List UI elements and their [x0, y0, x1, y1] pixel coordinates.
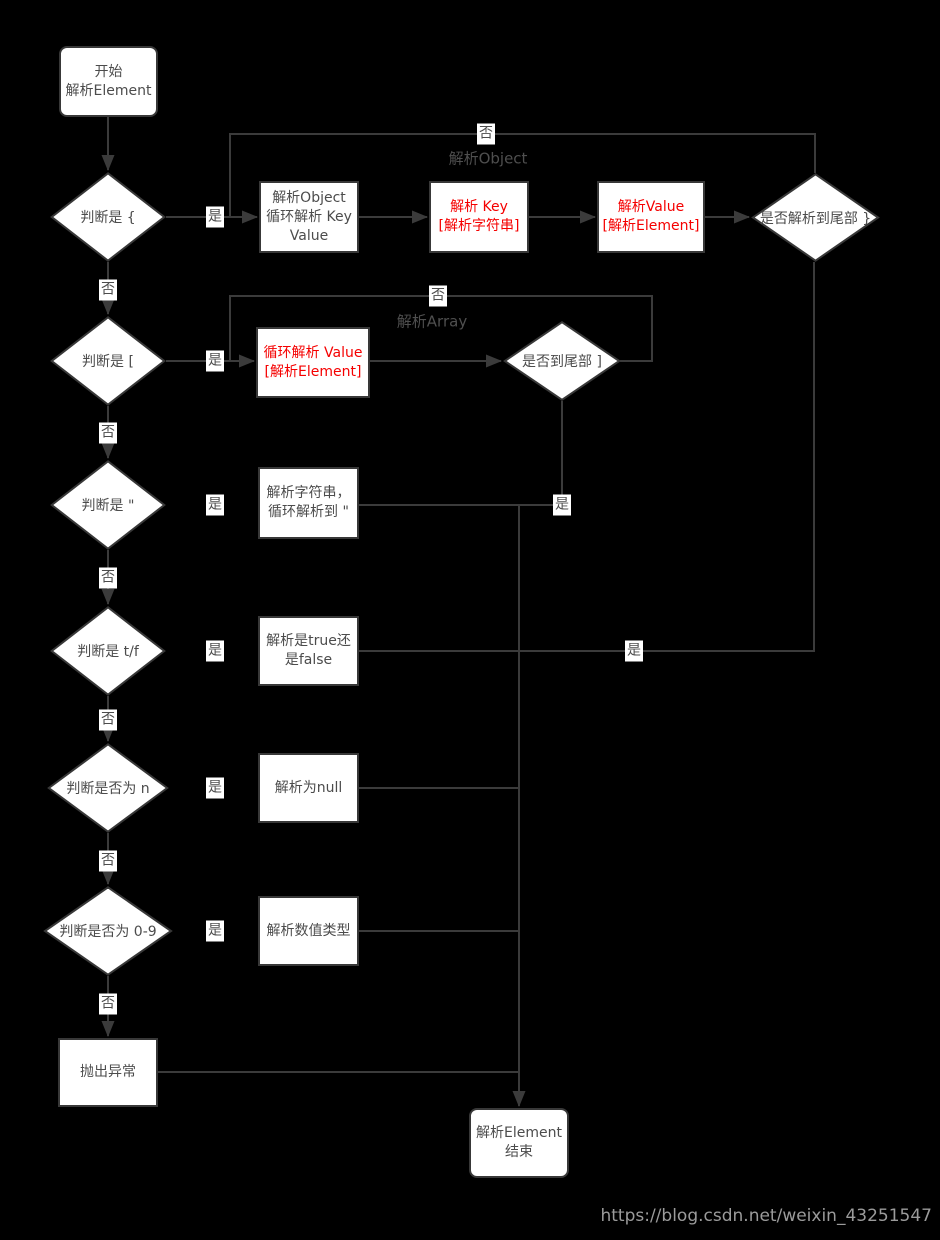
decision-is-bracket: 判断是 [ [50, 316, 166, 406]
edge-label-no: 否 [99, 567, 117, 589]
edge-label-no: 否 [99, 279, 117, 301]
process-parse-object: 解析Object 循环解析 Key Value [259, 181, 359, 253]
process-parse-null: 解析为null [258, 753, 359, 823]
decision-label: 判断是 [ [82, 354, 134, 370]
edge-label-no: 否 [477, 123, 495, 145]
edge-label-yes: 是 [625, 640, 643, 662]
box-line: 解析Object [272, 189, 346, 206]
decision-label: 判断是 t/f [77, 644, 139, 660]
box-line: 循环解析 Value [263, 344, 363, 361]
diamond-shape [50, 606, 166, 696]
start-node: 开始 解析Element [59, 46, 158, 117]
decision-is-tf: 判断是 t/f [50, 606, 166, 696]
diamond-shape [50, 316, 166, 406]
process-parse-string: 解析字符串， 循环解析到 " [258, 467, 359, 539]
edge-label-yes: 是 [553, 494, 571, 516]
decision-is-brace: 判断是 { [50, 172, 166, 262]
group-label-parse-object: 解析Object [448, 149, 528, 168]
edge-label-no: 否 [99, 850, 117, 872]
end-line: 结束 [505, 1144, 533, 1160]
process-loop-parse-value: 循环解析 Value [解析Element] [256, 327, 370, 398]
edge-arrtail-no-loop [229, 295, 653, 362]
box-line: [解析Element] [602, 218, 700, 234]
diamond-shape [50, 172, 166, 262]
decision-array-tail: 是否到尾部 ] [503, 321, 621, 401]
decision-label: 是否解析到尾部 } [759, 210, 872, 227]
box-line: 循环解析 Key [266, 208, 352, 225]
edge-label-no: 否 [99, 993, 117, 1015]
box-line: 解析 Key [450, 199, 508, 215]
decision-is-digit: 判断是否为 0-9 [43, 886, 173, 976]
decision-label: 判断是否为 0-9 [59, 924, 157, 940]
start-line: 开始 [94, 63, 123, 80]
diamond-shape [43, 886, 173, 976]
decision-label: 是否到尾部 ] [522, 354, 602, 370]
edge-label-yes: 是 [206, 640, 224, 662]
decision-label: 判断是否为 n [66, 781, 150, 797]
box-line: 解析数值类型 [266, 922, 351, 939]
decision-label: 判断是 { [80, 210, 136, 226]
decision-is-quote: 判断是 " [50, 460, 166, 550]
end-node: 解析Element 结束 [469, 1108, 569, 1178]
edge-label-yes: 是 [206, 777, 224, 799]
decision-object-tail: 是否解析到尾部 } [751, 173, 880, 262]
group-label-parse-array: 解析Array [396, 312, 468, 331]
box-line: 抛出异常 [80, 1064, 136, 1080]
diamond-shape [503, 321, 621, 401]
edge-objtail-yes-down [519, 262, 815, 652]
process-parse-key: 解析 Key [解析字符串] [429, 181, 529, 253]
end-line: 解析Element [476, 1125, 562, 1141]
edge-label-yes: 是 [206, 494, 224, 516]
watermark-url: https://blog.csdn.net/weixin_43251547 [600, 1206, 932, 1226]
process-throw-exception: 抛出异常 [58, 1038, 158, 1107]
box-line: 解析字符串， [266, 485, 351, 501]
decision-is-n: 判断是否为 n [47, 743, 169, 833]
diamond-shape [751, 173, 880, 262]
edge-label-no: 否 [99, 422, 117, 444]
diamond-shape [47, 743, 169, 833]
box-line: 解析Value [617, 199, 685, 215]
edge-label-no: 否 [429, 285, 447, 307]
box-line: 是false [284, 652, 333, 668]
edge-label-no: 否 [99, 709, 117, 731]
process-parse-value: 解析Value [解析Element] [597, 181, 705, 253]
box-line: 解析为null [274, 779, 343, 796]
box-line: 循环解析到 " [268, 504, 349, 520]
box-line: [解析字符串] [438, 218, 520, 234]
edge-label-yes: 是 [206, 350, 224, 372]
box-line: Value [289, 227, 329, 244]
edge-label-yes: 是 [206, 206, 224, 228]
process-parse-number: 解析数值类型 [258, 896, 359, 966]
edge-objtail-no-loop [229, 133, 816, 216]
edge-label-yes: 是 [206, 920, 224, 942]
start-line: 解析Element [65, 82, 152, 99]
diamond-shape [50, 460, 166, 550]
box-line: 解析是true还 [266, 633, 351, 649]
decision-label: 判断是 " [81, 498, 135, 514]
box-line: [解析Element] [264, 363, 362, 380]
process-parse-boolean: 解析是true还 是false [258, 616, 359, 686]
